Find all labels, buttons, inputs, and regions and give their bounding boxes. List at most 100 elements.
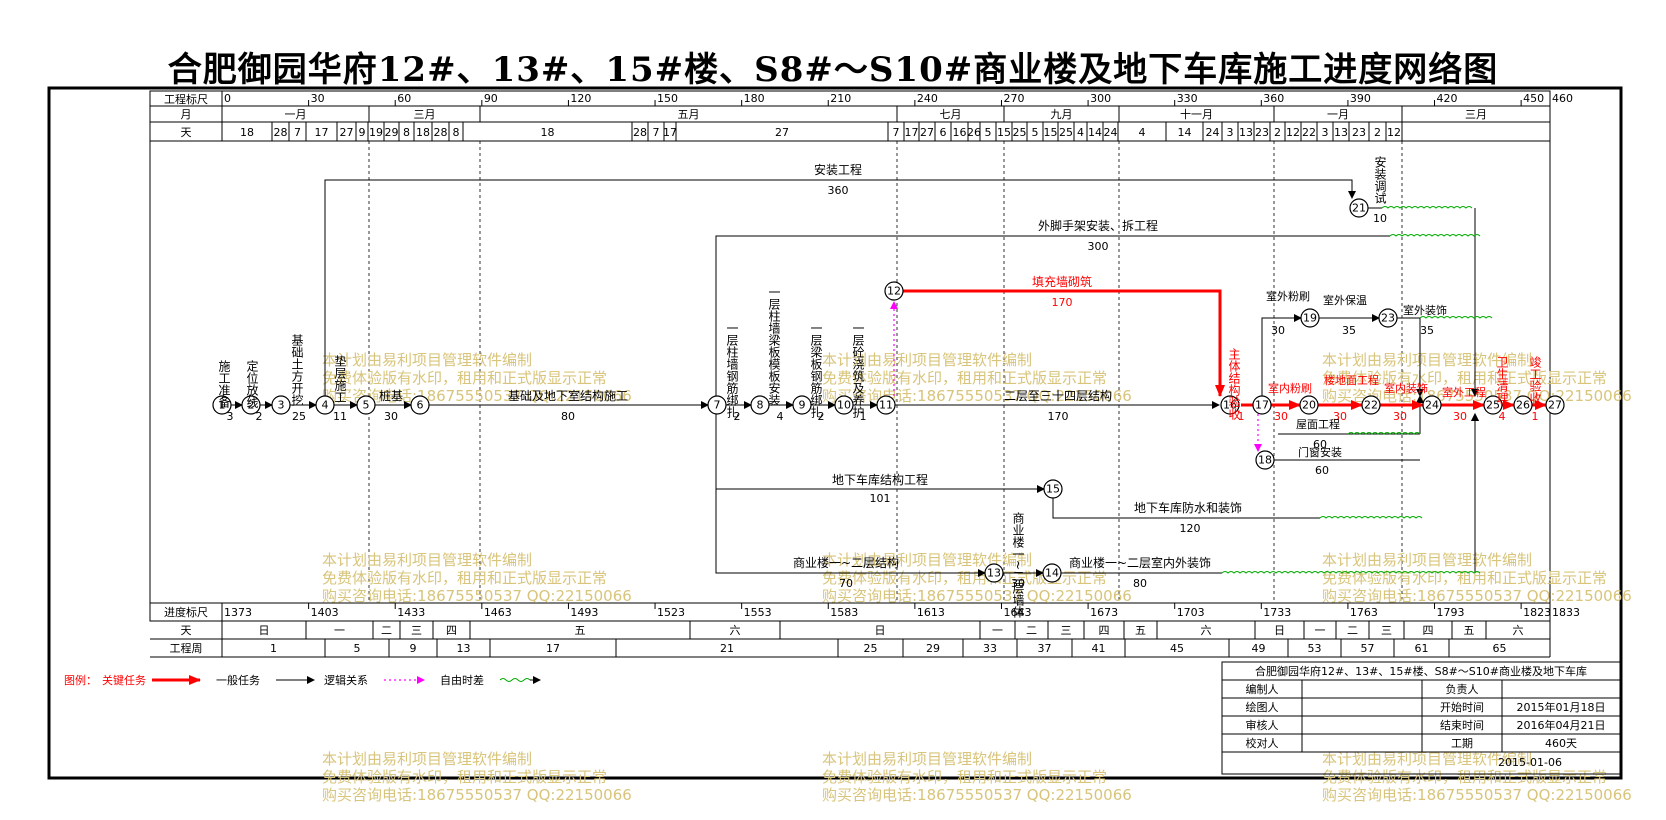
day-label: 23 — [1255, 126, 1269, 139]
weekday-label: 日 — [1274, 624, 1285, 637]
task-13-label: 主体结构验收 — [1227, 348, 1241, 421]
node-19: 19 — [1300, 308, 1320, 328]
task-14-label: 室外粉刷 — [1266, 289, 1310, 303]
day-label: 25 — [1013, 126, 1027, 139]
task-8-dur: 4 — [777, 410, 784, 423]
node-22: 22 — [1361, 395, 1381, 415]
node-circle — [1043, 479, 1063, 499]
legend: 图例： 关键任务 一般任务 逻辑关系 自由时差 — [64, 673, 541, 687]
node-17: 17 — [1252, 395, 1272, 415]
task-23-label: 地下车库结构工程 — [832, 472, 928, 487]
progress-tick: 1523 — [657, 606, 685, 619]
header-months: 一月三月五月七月九月十一月一月三月 — [285, 106, 1551, 122]
info-checker: 校对人 — [1246, 736, 1279, 750]
progress-tick: 1673 — [1090, 606, 1118, 619]
task-13-dur: 1 — [1238, 410, 1245, 423]
watermark-text: 购买咨询电话:18675550537 QQ:22150066 — [322, 786, 632, 804]
month-label: 三月 — [1465, 108, 1487, 121]
node-number: 26 — [1516, 399, 1530, 412]
day-label: 27 — [340, 126, 354, 139]
node-6: 6 — [410, 395, 430, 415]
task-1-label: 施工准备 — [217, 360, 231, 409]
watermark-text: 购买咨询电话:18675550537 QQ:22150066 — [822, 387, 1132, 405]
critical-path — [903, 289, 1547, 410]
node-number: 21 — [1352, 202, 1366, 215]
task-31-dur: 4 — [1499, 410, 1506, 423]
week-label: 9 — [410, 642, 417, 655]
node-circle — [1300, 308, 1320, 328]
node-number: 23 — [1381, 312, 1395, 325]
node-circle — [884, 281, 904, 301]
info-duration-value: 460天 — [1545, 737, 1577, 750]
weekday-label: 三 — [1061, 624, 1072, 637]
task-23-dur: 101 — [870, 492, 891, 505]
node-circle — [1378, 308, 1398, 328]
day-label: 18 — [240, 126, 254, 139]
task-25-dur: 70 — [839, 577, 853, 590]
task-6-label: 基础及地下室结构施工 — [508, 388, 628, 403]
day-label: 17 — [905, 126, 919, 139]
weekday-label: 六 — [1513, 624, 1524, 637]
outer-frame — [47, 86, 1623, 780]
node-circle — [1220, 395, 1240, 415]
watermark-text: 本计划由易利项目管理软件编制 — [822, 351, 1032, 369]
progress-tick: 1763 — [1350, 606, 1378, 619]
day-label: 15 — [997, 126, 1011, 139]
day-label: 8 — [403, 126, 410, 139]
watermark-text: 本计划由易利项目管理软件编制 — [1322, 551, 1532, 569]
task-16-label: 室外装饰 — [1403, 303, 1447, 317]
day-label: 2 — [1374, 126, 1381, 139]
task-2-dur: 2 — [256, 410, 263, 423]
task-25-label: 商业楼一~二层结构 — [793, 555, 899, 570]
node-number: 19 — [1303, 312, 1317, 325]
progress-tick: 1793 — [1437, 606, 1465, 619]
task-16-dur: 35 — [1420, 324, 1434, 337]
day-label: 7 — [294, 126, 301, 139]
task-12-label: 填充墙砌筑 — [1032, 274, 1092, 289]
footer-week-label: 工程周 — [170, 642, 203, 655]
info-drawer: 绘图人 — [1246, 700, 1279, 714]
task-4-dur: 11 — [333, 410, 347, 423]
week-label: 65 — [1493, 642, 1507, 655]
progress-tick: 1643 — [1003, 606, 1031, 619]
scale-tick: 240 — [917, 92, 938, 105]
node-circle — [1255, 450, 1275, 470]
watermark-text: 免费体验版有水印，租用和正式版显示正常 — [822, 569, 1107, 587]
watermark-text: 购买咨询电话:18675550537 QQ:22150066 — [822, 786, 1132, 804]
watermark-text: 免费体验版有水印，租用和正式版显示正常 — [1322, 369, 1607, 387]
watermark-text: 免费体验版有水印，租用和正式版显示正常 — [822, 768, 1107, 786]
scale-tick: 0 — [224, 92, 231, 105]
node-number: 22 — [1364, 399, 1378, 412]
watermark-text: 本计划由易利项目管理软件编制 — [822, 750, 1032, 768]
info-end-label: 结束时间 — [1440, 719, 1484, 732]
node-16: 16 — [1220, 395, 1240, 415]
node-21: 21 — [1349, 198, 1369, 218]
node-circle — [1513, 395, 1533, 415]
task-22-dur: 60 — [1315, 464, 1329, 477]
task-19-label: 室内装饰 — [1384, 381, 1428, 395]
task-7-label: 一层柱墙钢筋绑扎 — [725, 322, 739, 419]
task-18-dur: 30 — [1333, 410, 1347, 423]
watermark-text: 免费体验版有水印，租用和正式版显示正常 — [822, 369, 1107, 387]
node-5: 5 — [356, 395, 376, 415]
node-circle — [1349, 198, 1369, 218]
node-number: 14 — [1045, 567, 1059, 580]
node-number: 8 — [757, 399, 764, 412]
node-number: 27 — [1548, 399, 1562, 412]
month-label: 三月 — [414, 108, 436, 121]
watermark-text: 免费体验版有水印，租用和正式版显示正常 — [322, 569, 607, 587]
day-label: 17 — [315, 126, 329, 139]
legend-float-line — [499, 678, 531, 682]
legend-float: 自由时差 — [440, 673, 484, 687]
day-label: 13 — [1334, 126, 1348, 139]
logic-relations — [890, 301, 1262, 452]
month-label: 七月 — [940, 108, 962, 121]
footer-day-label: 天 — [181, 624, 192, 637]
task-11-label: 二层至三十四层结构 — [1004, 388, 1112, 403]
day-label: 5 — [985, 126, 992, 139]
task-27-dur: 80 — [1133, 577, 1147, 590]
node-8: 8 — [750, 395, 770, 415]
weekday-label: 五 — [575, 624, 586, 637]
node-number: 16 — [1223, 399, 1237, 412]
month-dividers — [368, 141, 1403, 603]
